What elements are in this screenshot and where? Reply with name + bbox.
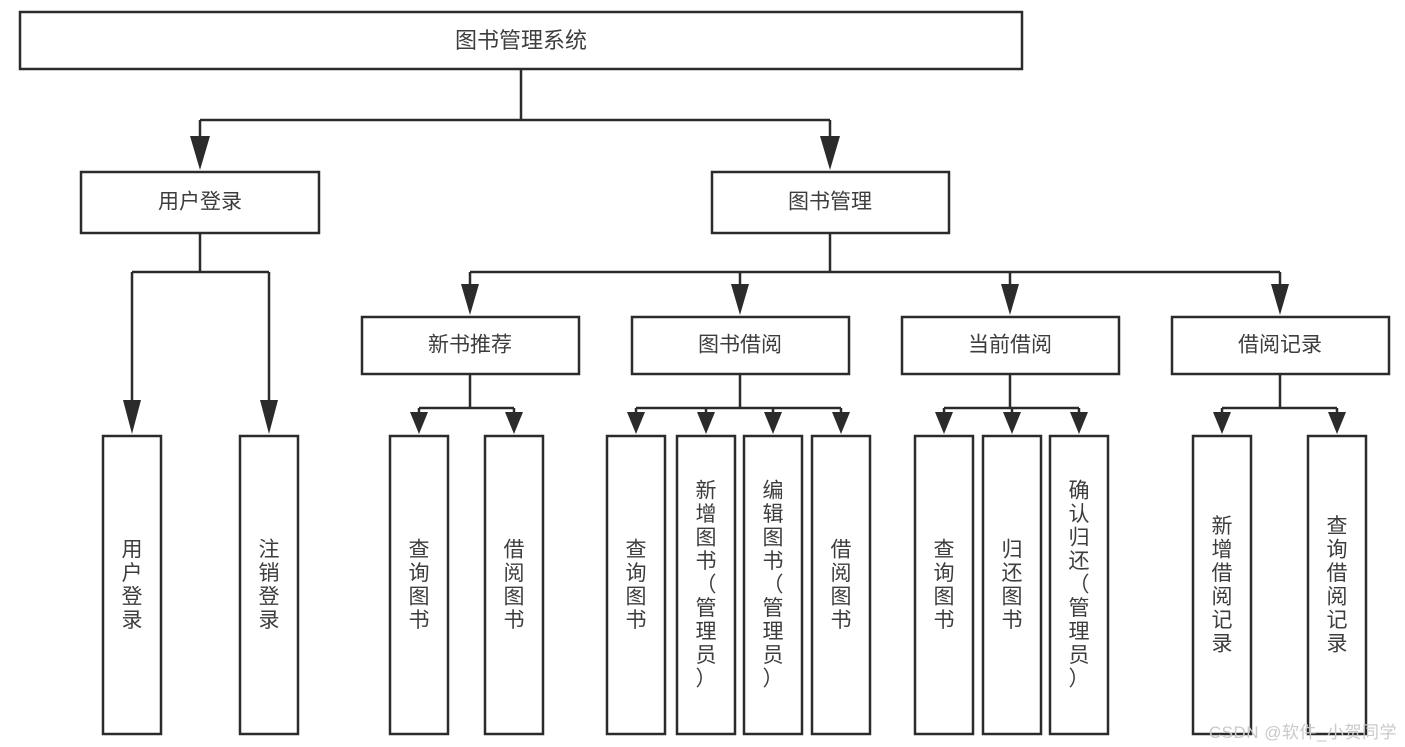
leaf-node-box[interactable]: [981, 434, 1043, 736]
leaf-node-box[interactable]: [1048, 434, 1110, 736]
node-book-borrow-label: 图书借阅: [698, 334, 782, 357]
node-user-login-label: 用户登录: [158, 191, 242, 214]
node-root[interactable]: 图书管理系统: [18, 10, 1024, 71]
leaf-node-box[interactable]: [1306, 434, 1368, 736]
leaf-node-label: 确认归还（管理员）: [1069, 480, 1090, 691]
leaf-node[interactable]: 查询图书: [913, 434, 975, 736]
arrow-head-icon: [697, 412, 715, 434]
connector-group-current-borrow: [935, 374, 1088, 434]
connector-group-root: [190, 69, 840, 170]
leaf-node-label: 查询借阅记录: [1327, 515, 1348, 656]
leaf-node[interactable]: 查询图书: [605, 434, 667, 736]
node-book-manage[interactable]: 图书管理: [710, 170, 951, 235]
leaf-node[interactable]: 确认归还（管理员）: [1048, 434, 1110, 736]
leaf-node-box[interactable]: [742, 434, 804, 736]
connector-group-book-borrow: [627, 374, 850, 434]
arrow-head-icon: [505, 412, 523, 434]
arrow-head-icon: [1003, 412, 1021, 434]
leaf-node-label: 归还图书: [1002, 538, 1023, 632]
arrow-head-icon: [1001, 284, 1019, 315]
leaf-node-label: 用户登录: [122, 538, 143, 632]
node-new-book-recommend-label: 新书推荐: [428, 334, 512, 357]
node-borrow-record-label: 借阅记录: [1238, 334, 1322, 357]
leaf-node[interactable]: 查询借阅记录: [1306, 434, 1368, 736]
node-new-book-recommend[interactable]: 新书推荐: [360, 315, 581, 376]
arrow-head-icon: [1271, 284, 1289, 315]
leaf-node-box[interactable]: [913, 434, 975, 736]
connector-group-new-book: [410, 374, 523, 434]
node-book-borrow-box[interactable]: [630, 315, 851, 376]
leaf-node-box[interactable]: [1191, 434, 1253, 736]
connector-group-borrow-record: [1213, 374, 1346, 434]
leaf-node[interactable]: 新增图书（管理员）: [675, 434, 737, 736]
arrow-head-icon: [260, 400, 278, 434]
arrow-head-icon: [461, 284, 479, 315]
leaf-node[interactable]: 查询图书: [388, 434, 450, 736]
leaf-node-label: 注销登录: [259, 538, 280, 632]
csdn-watermark: CSDN @软件_小贺同学: [1208, 723, 1397, 742]
node-book-manage-box[interactable]: [710, 170, 951, 235]
arrow-head-icon: [1213, 412, 1231, 434]
leaf-node-label: 新增图书（管理员）: [696, 480, 717, 691]
leaf-node-label: 查询图书: [409, 538, 430, 632]
arrow-head-icon: [410, 412, 428, 434]
arrow-head-icon: [764, 412, 782, 434]
leaf-node-box[interactable]: [388, 434, 450, 736]
leaf-node-box[interactable]: [483, 434, 545, 736]
node-book-manage-label: 图书管理: [788, 191, 872, 214]
node-current-borrow-box[interactable]: [900, 315, 1121, 376]
leaf-node-label: 借阅图书: [831, 538, 852, 632]
leaf-node-box[interactable]: [675, 434, 737, 736]
node-user-login-box[interactable]: [79, 170, 321, 235]
leaf-node-layer: 用户登录 注销登录 查询图书 借阅图书 查询图书 新增图书（管理员） 编辑图书（管理员） 借阅…: [101, 434, 1368, 736]
leaf-node[interactable]: 借阅图书: [810, 434, 872, 736]
node-current-borrow[interactable]: 当前借阅: [900, 315, 1121, 376]
leaf-node[interactable]: 借阅图书: [483, 434, 545, 736]
node-root-box[interactable]: [18, 10, 1024, 71]
node-root-label: 图书管理系统: [455, 28, 587, 53]
leaf-node-label: 查询图书: [934, 538, 955, 632]
leaf-node-box[interactable]: [605, 434, 667, 736]
connector-group-user-login: [123, 233, 278, 434]
leaf-node-box[interactable]: [238, 434, 300, 736]
arrow-head-icon: [820, 136, 840, 170]
node-current-borrow-label: 当前借阅: [968, 334, 1052, 357]
arrow-head-icon: [123, 400, 141, 434]
node-borrow-record-box[interactable]: [1170, 315, 1391, 376]
leaf-node[interactable]: 归还图书: [981, 434, 1043, 736]
node-book-borrow[interactable]: 图书借阅: [630, 315, 851, 376]
leaf-node-box[interactable]: [101, 434, 163, 736]
node-new-book-recommend-box[interactable]: [360, 315, 581, 376]
leaf-node[interactable]: 编辑图书（管理员）: [742, 434, 804, 736]
arrow-head-icon: [935, 412, 953, 434]
leaf-node[interactable]: 新增借阅记录: [1191, 434, 1253, 736]
leaf-node-box[interactable]: [810, 434, 872, 736]
leaf-node[interactable]: 注销登录: [238, 434, 300, 736]
connector-group-book-manage: [461, 233, 1289, 315]
leaf-node-label: 查询图书: [626, 538, 647, 632]
leaf-node-label: 借阅图书: [504, 538, 525, 632]
arrow-head-icon: [832, 412, 850, 434]
arrow-head-icon: [1070, 412, 1088, 434]
node-user-login[interactable]: 用户登录: [79, 170, 321, 235]
arrow-head-icon: [190, 136, 210, 170]
leaf-node-label: 编辑图书（管理员）: [763, 480, 784, 691]
arrow-head-icon: [731, 284, 749, 315]
node-borrow-record[interactable]: 借阅记录: [1170, 315, 1391, 376]
arrow-head-icon: [627, 412, 645, 434]
leaf-node-label: 新增借阅记录: [1212, 515, 1233, 656]
leaf-node[interactable]: 用户登录: [101, 434, 163, 736]
arrow-head-icon: [1328, 412, 1346, 434]
